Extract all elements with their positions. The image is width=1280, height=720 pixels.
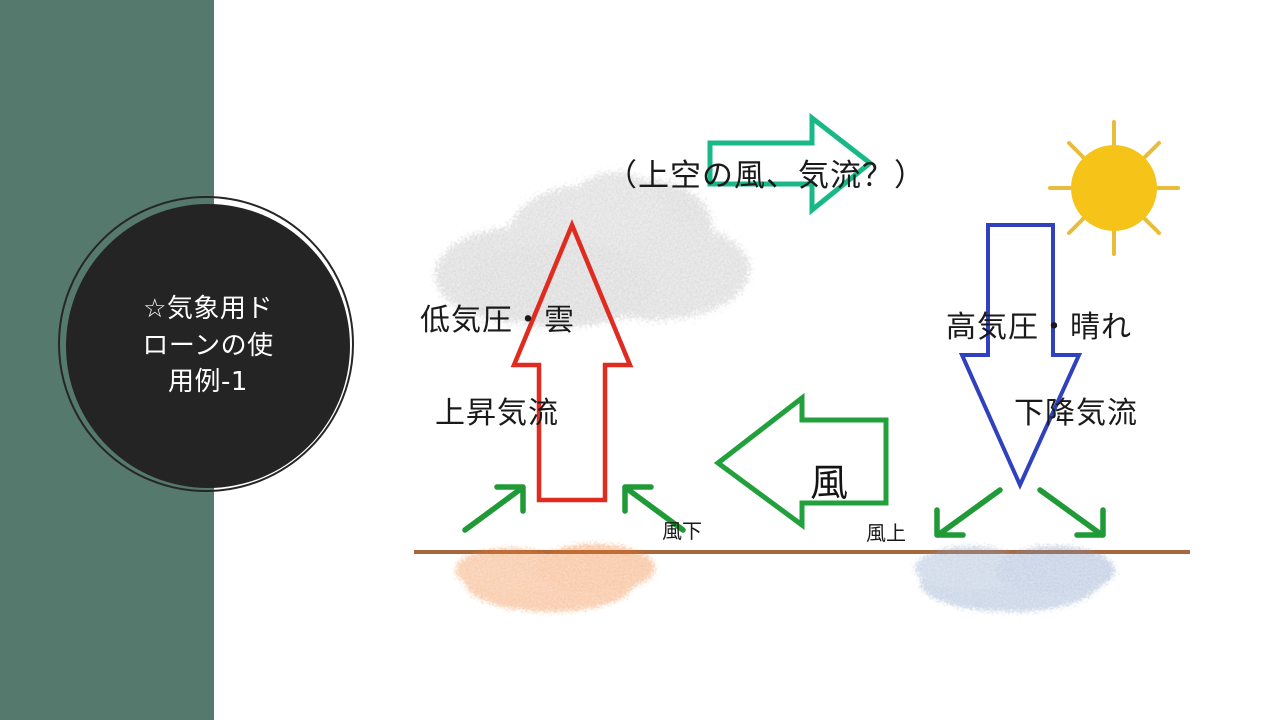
label-low-pressure-cloud: 低気圧・雲 [420,303,575,338]
wind-arrow [713,392,889,530]
updraft-arrow [510,219,634,503]
title-circle-ring [58,196,354,492]
label-upper-wind: （上空の風、気流？） [606,158,926,194]
upper-wind-arrow [707,112,875,216]
outflow-arrows-right [934,487,1106,538]
sun-icon [1048,120,1180,256]
label-windward: 風上 [866,521,906,545]
label-wind: 風 [810,461,850,505]
label-updraft: 上昇気流 [435,396,559,431]
diagram-graphics [414,112,1190,612]
title-circle-disc [66,204,350,488]
weather-diagram: （上空の風、気流？） 低気圧・雲 上昇気流 高気圧・晴れ 下降気流 風 風下 風… [400,100,1220,630]
title-circle: ☆気象用ド ローンの使 用例-1 [58,196,358,496]
label-leeward: 風下 [662,519,702,543]
downdraft-arrow [958,223,1083,490]
warm-surface-patch [455,544,655,612]
label-downdraft: 下降気流 [1014,396,1138,431]
label-high-pressure-clear: 高気圧・晴れ [946,310,1132,345]
cloud-icon [435,172,750,327]
cool-surface-patch [915,546,1115,612]
inflow-arrows-left [462,484,686,533]
page-title: ☆気象用ド ローンの使 用例-1 [142,293,274,398]
